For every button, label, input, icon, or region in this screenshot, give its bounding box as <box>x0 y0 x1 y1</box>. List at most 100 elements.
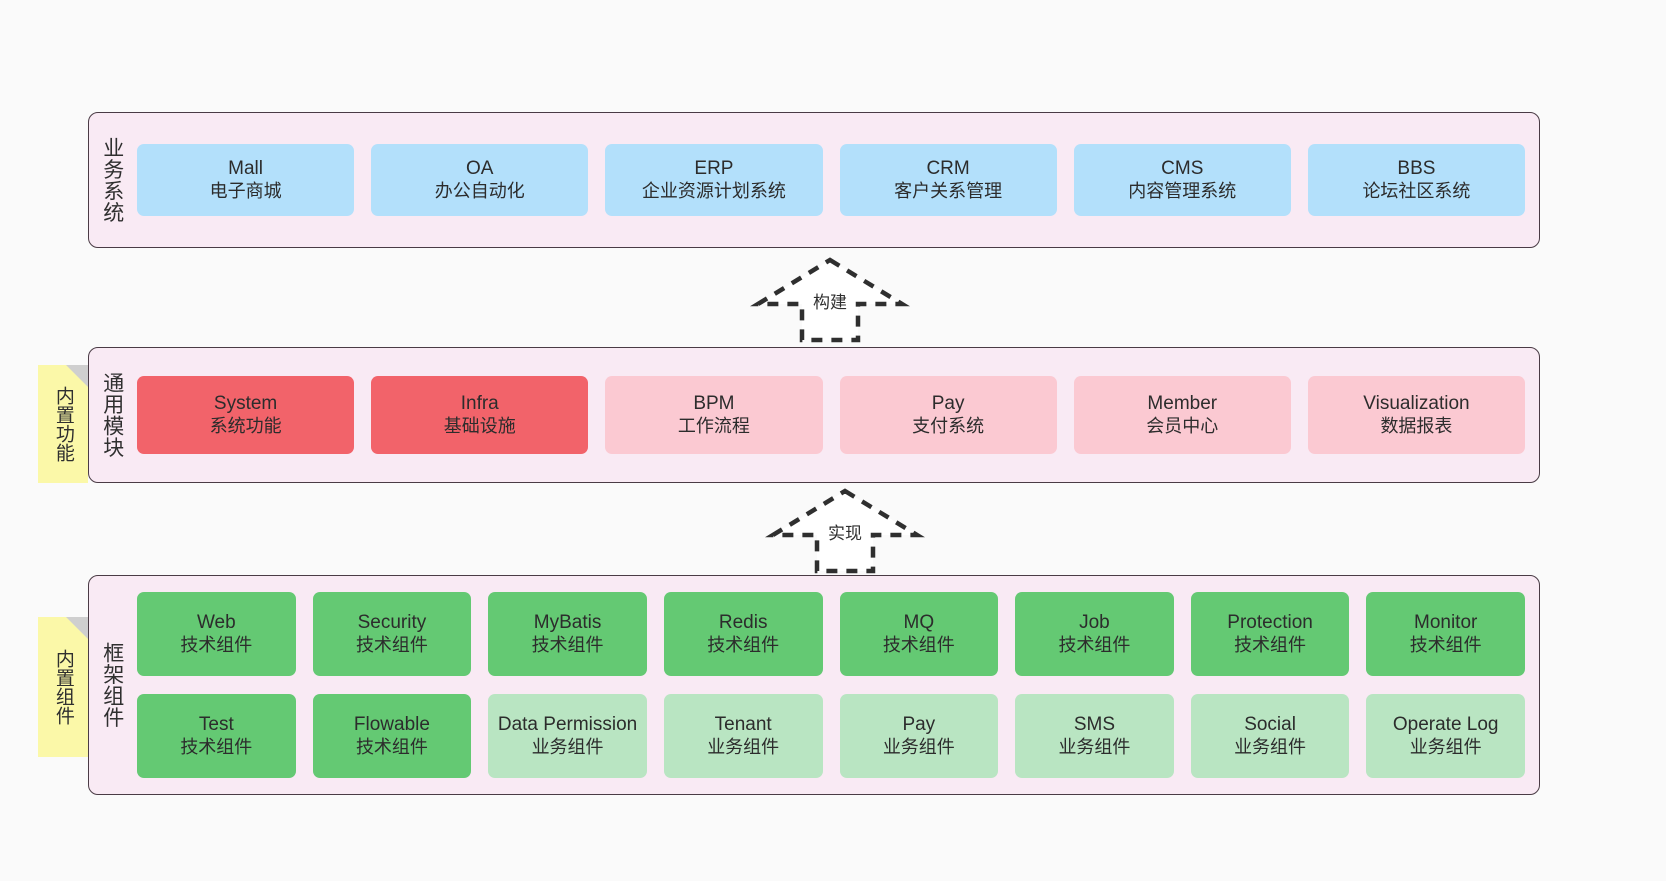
node-row: Test 技术组件 Flowable 技术组件 Data Permission … <box>137 694 1525 778</box>
node-title: System <box>213 393 278 415</box>
node-member[interactable]: Member 会员中心 <box>1073 376 1291 454</box>
node-tenant[interactable]: Tenant 业务组件 <box>663 694 823 778</box>
node-title: Monitor <box>1414 612 1478 634</box>
node-data-permission[interactable]: Data Permission 业务组件 <box>488 694 647 778</box>
node-crm[interactable]: CRM 客户关系管理 <box>839 144 1057 216</box>
node-title: CMS <box>1161 158 1204 180</box>
node-system[interactable]: System 系统功能 <box>137 376 355 454</box>
node-monitor[interactable]: Monitor 技术组件 <box>1366 592 1525 676</box>
node-flowable[interactable]: Flowable 技术组件 <box>312 694 472 778</box>
node-subtitle: 技术组件 <box>531 634 604 655</box>
layer-business-system: 业务系统 Mall 电子商城 OA 办公自动化 ERP 企业资源计划系统 CRM… <box>88 112 1540 248</box>
node-title: Infra <box>460 393 499 415</box>
node-title: BPM <box>693 393 735 415</box>
node-cms[interactable]: CMS 内容管理系统 <box>1073 144 1291 216</box>
generalization-arrow-icon <box>750 257 910 343</box>
node-pay-component[interactable]: Pay 业务组件 <box>839 694 999 778</box>
node-subtitle: 业务组件 <box>1409 736 1482 757</box>
node-title: Job <box>1079 612 1110 634</box>
node-title: BBS <box>1397 158 1436 180</box>
node-erp[interactable]: ERP 企业资源计划系统 <box>605 144 823 216</box>
node-title: Visualization <box>1363 393 1470 415</box>
node-bpm[interactable]: BPM 工作流程 <box>605 376 823 454</box>
node-subtitle: 技术组件 <box>180 736 253 757</box>
node-title: OA <box>466 158 494 180</box>
node-subtitle: 技术组件 <box>355 634 428 655</box>
layer-title-business-system: 业务系统 <box>100 137 124 223</box>
node-visualization[interactable]: Visualization 数据报表 <box>1307 376 1526 454</box>
node-title: Data Permission <box>497 714 638 736</box>
node-title: SMS <box>1073 714 1116 736</box>
node-subtitle: 基础设施 <box>443 415 516 436</box>
node-web[interactable]: Web 技术组件 <box>137 592 296 676</box>
node-title: Tenant <box>714 714 772 736</box>
node-operate-log[interactable]: Operate Log 业务组件 <box>1366 694 1525 778</box>
node-title: Flowable <box>353 714 430 736</box>
node-row: Mall 电子商城 OA 办公自动化 ERP 企业资源计划系统 CRM 客户关系… <box>137 144 1526 216</box>
layer-common-module: 通用模块 System 系统功能 Infra 基础设施 BPM 工作流程 Pay… <box>88 347 1540 483</box>
node-subtitle: 技术组件 <box>1234 634 1307 655</box>
node-title: Member <box>1147 393 1218 415</box>
node-title: Web <box>196 612 236 634</box>
node-security[interactable]: Security 技术组件 <box>312 592 472 676</box>
arrow-realize: 实现 <box>765 487 925 574</box>
node-title: MyBatis <box>533 612 602 634</box>
node-title: Social <box>1244 714 1296 736</box>
node-title: Pay <box>931 393 965 415</box>
node-title: Pay <box>902 714 936 736</box>
node-subtitle: 技术组件 <box>180 634 253 655</box>
node-subtitle: 办公自动化 <box>434 180 525 201</box>
node-redis[interactable]: Redis 技术组件 <box>663 592 823 676</box>
arrow-label-realize: 实现 <box>828 524 862 543</box>
node-subtitle: 支付系统 <box>912 415 985 436</box>
node-pay-module[interactable]: Pay 支付系统 <box>839 376 1057 454</box>
node-subtitle: 技术组件 <box>355 736 428 757</box>
layer-body-business-system: Mall 电子商城 OA 办公自动化 ERP 企业资源计划系统 CRM 客户关系… <box>135 113 1539 247</box>
node-subtitle: 数据报表 <box>1380 415 1453 436</box>
node-subtitle: 客户关系管理 <box>894 180 1003 201</box>
layer-title-framework-component: 框架组件 <box>100 642 124 728</box>
node-row: System 系统功能 Infra 基础设施 BPM 工作流程 Pay 支付系统… <box>137 376 1526 454</box>
node-subtitle: 系统功能 <box>209 415 282 436</box>
layer-body-common-module: System 系统功能 Infra 基础设施 BPM 工作流程 Pay 支付系统… <box>135 348 1539 482</box>
node-mall[interactable]: Mall 电子商城 <box>137 144 355 216</box>
node-oa[interactable]: OA 办公自动化 <box>371 144 589 216</box>
node-title: Operate Log <box>1392 714 1499 736</box>
node-social[interactable]: Social 业务组件 <box>1190 694 1350 778</box>
node-infra[interactable]: Infra 基础设施 <box>371 376 589 454</box>
node-test[interactable]: Test 技术组件 <box>137 694 296 778</box>
node-title: CRM <box>926 158 970 180</box>
node-subtitle: 技术组件 <box>1058 634 1131 655</box>
node-subtitle: 技术组件 <box>882 634 955 655</box>
note-text: 内置功能 <box>52 386 74 462</box>
node-row: Web 技术组件 Security 技术组件 MyBatis 技术组件 Redi… <box>137 592 1525 676</box>
node-title: Protection <box>1227 612 1313 634</box>
note-text: 内置组件 <box>52 649 74 725</box>
node-subtitle: 业务组件 <box>707 736 780 757</box>
node-mybatis[interactable]: MyBatis 技术组件 <box>488 592 647 676</box>
node-job[interactable]: Job 技术组件 <box>1015 592 1174 676</box>
node-subtitle: 论坛社区系统 <box>1362 180 1471 201</box>
node-title: ERP <box>694 158 734 180</box>
node-subtitle: 业务组件 <box>1234 736 1307 757</box>
node-title: Redis <box>718 612 768 634</box>
node-subtitle: 业务组件 <box>531 736 604 757</box>
node-mq[interactable]: MQ 技术组件 <box>839 592 999 676</box>
node-title: Test <box>198 714 234 736</box>
node-subtitle: 电子商城 <box>209 180 282 201</box>
node-subtitle: 技术组件 <box>707 634 780 655</box>
node-subtitle: 业务组件 <box>1058 736 1131 757</box>
node-subtitle: 工作流程 <box>677 415 750 436</box>
node-subtitle: 企业资源计划系统 <box>641 180 786 201</box>
node-sms[interactable]: SMS 业务组件 <box>1015 694 1174 778</box>
node-title: Security <box>357 612 427 634</box>
note-builtin-feature: 内置功能 <box>38 365 88 483</box>
node-subtitle: 技术组件 <box>1409 634 1482 655</box>
layer-framework-component: 框架组件 Web 技术组件 Security 技术组件 MyBatis 技术组件… <box>88 575 1540 795</box>
node-protection[interactable]: Protection 技术组件 <box>1190 592 1350 676</box>
node-title: Mall <box>228 158 263 180</box>
node-bbs[interactable]: BBS 论坛社区系统 <box>1307 144 1526 216</box>
node-title: MQ <box>903 612 935 634</box>
node-subtitle: 业务组件 <box>882 736 955 757</box>
